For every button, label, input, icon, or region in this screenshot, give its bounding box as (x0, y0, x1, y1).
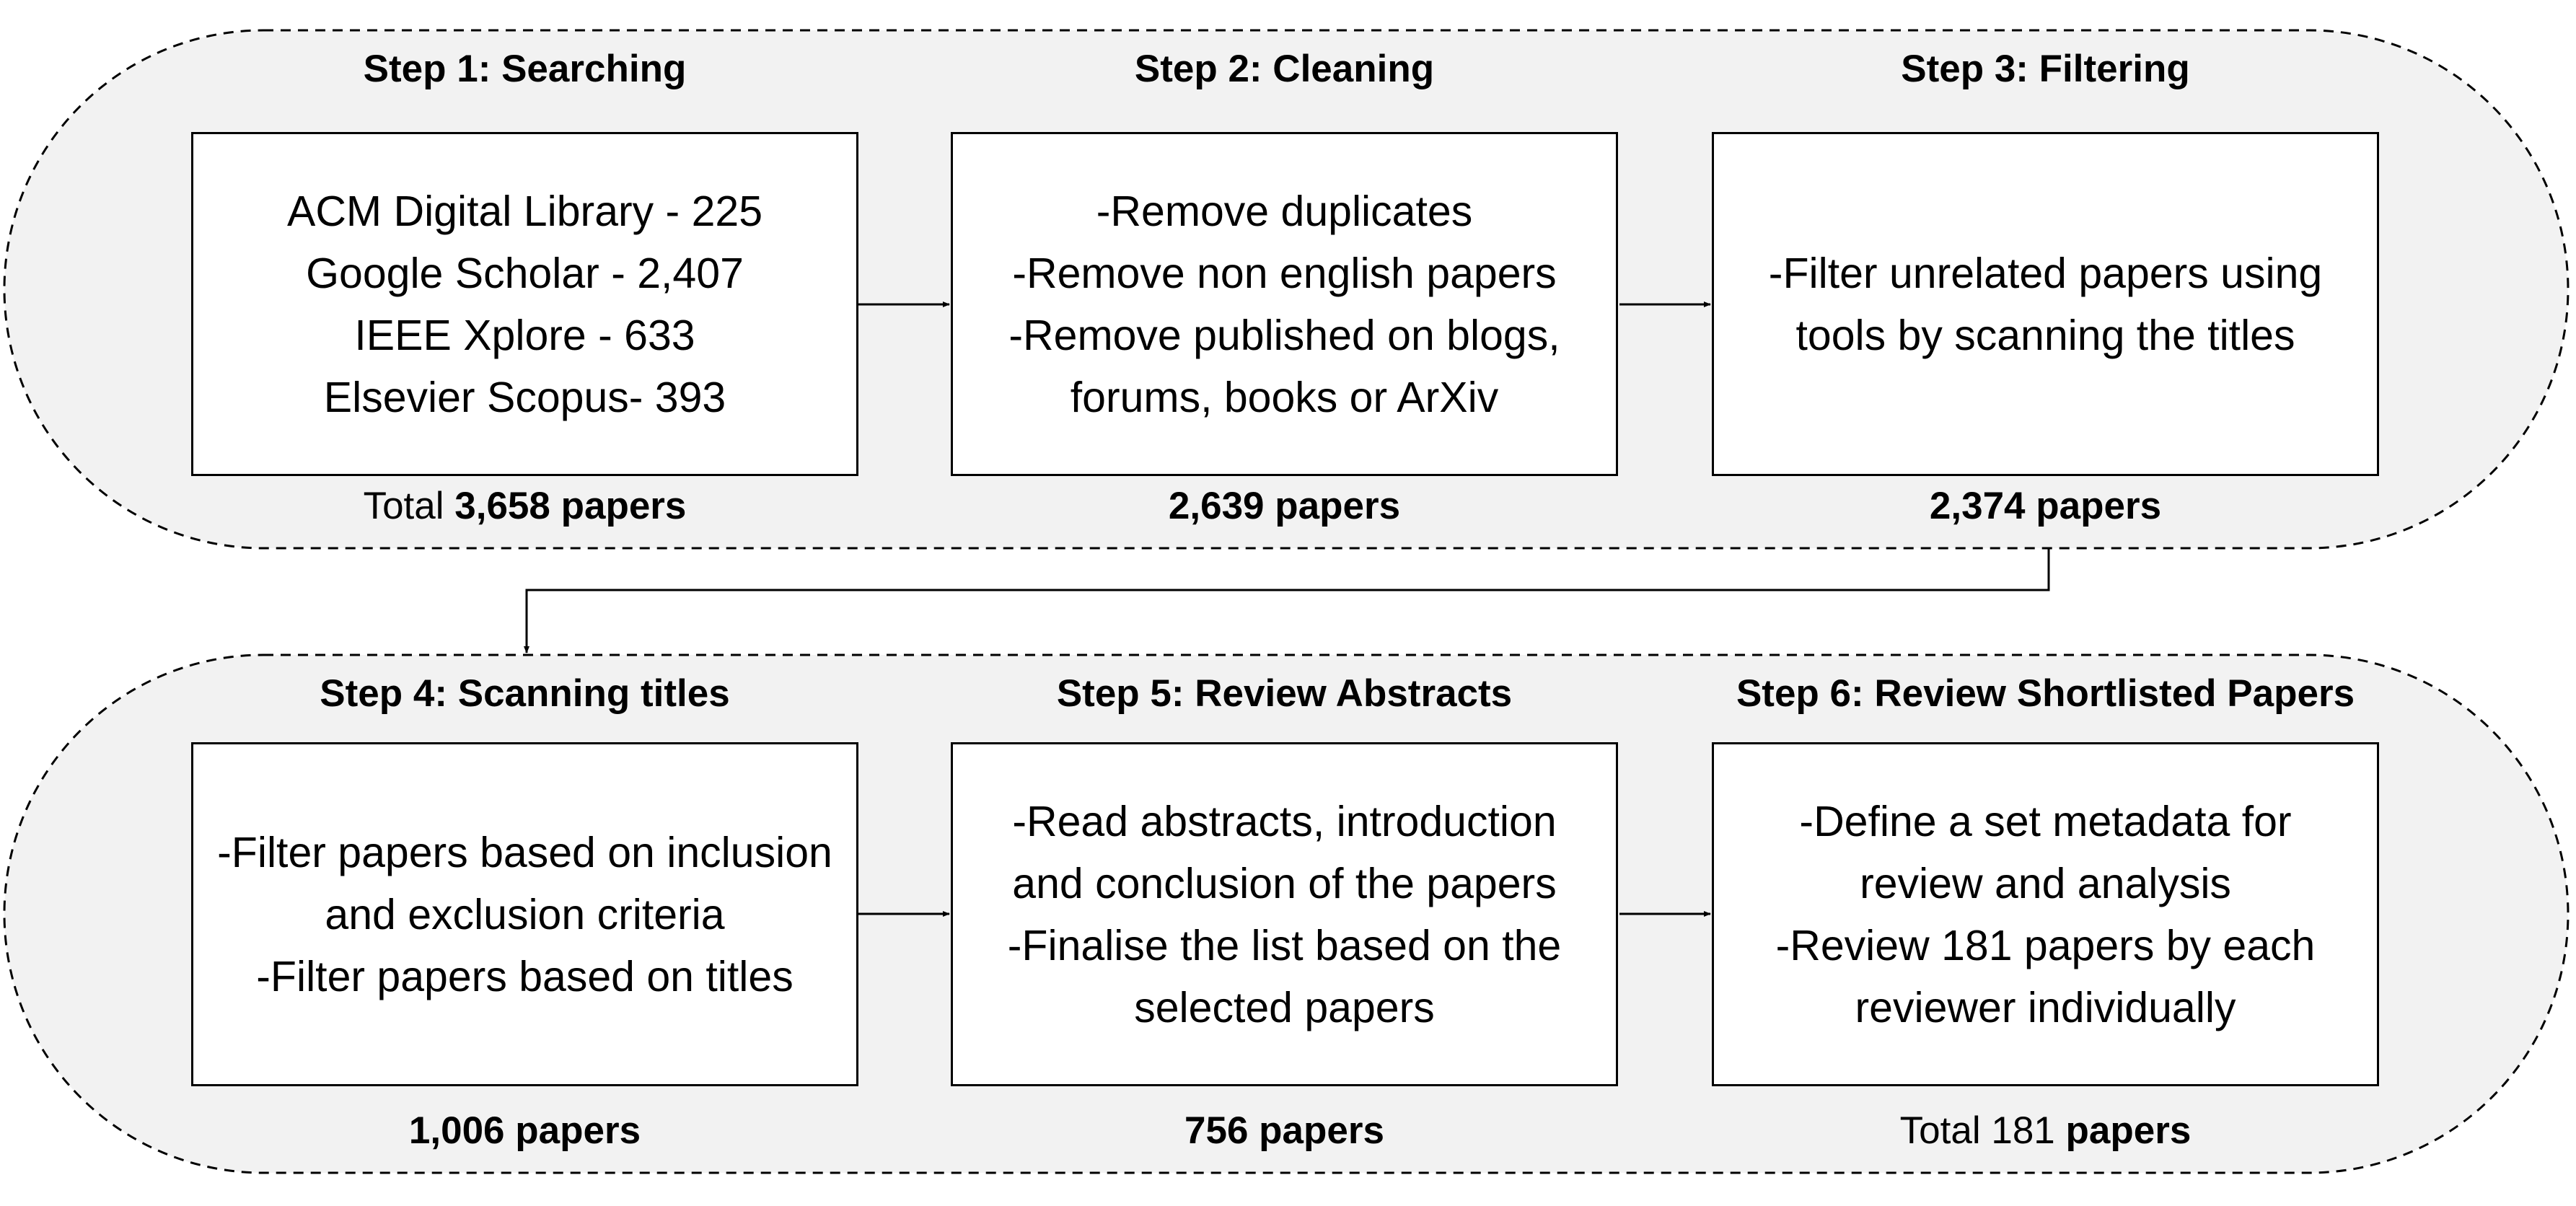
step-title: Step 4: Scanning titles (320, 672, 730, 715)
step-title: Step 6: Review Shortlisted Papers (1736, 672, 2355, 715)
step-text-line: and conclusion of the papers (1012, 859, 1557, 907)
step-text-line: IEEE Xplore - 633 (354, 311, 695, 359)
step-box: -Remove duplicates -Remove non english p… (951, 132, 1618, 476)
step-box: -Filter unrelated papers using tools by … (1712, 132, 2379, 476)
step-text-line: -Filter papers based on inclusion (217, 828, 832, 876)
paper-count-value: papers (2065, 1109, 2192, 1152)
step-text-line: reviewer individually (1855, 983, 2236, 1031)
step-text-line: selected papers (1134, 983, 1435, 1031)
step-text-line: -Define a set metadata for (1799, 797, 2292, 845)
paper-count: 1,006 papers (191, 1108, 858, 1154)
step-text-line: -Filter papers based on titles (256, 952, 794, 1000)
paper-count-value: 2,374 papers (1929, 485, 2162, 527)
step-title: Step 2: Cleaning (1134, 48, 1435, 90)
paper-count-value: 1,006 papers (408, 1109, 641, 1152)
step-box: ACM Digital Library - 225 Google Scholar… (191, 132, 858, 476)
paper-count: 2,639 papers (951, 483, 1618, 529)
paper-count: Total 3,658 papers (191, 483, 858, 529)
step-text-line: Elsevier Scopus- 393 (323, 373, 726, 421)
step-text-line: -Remove non english papers (1012, 249, 1557, 297)
step-title: Step 1: Searching (363, 48, 687, 90)
paper-count-value: 756 papers (1184, 1109, 1384, 1152)
paper-count-value: 3,658 papers (454, 485, 687, 527)
paper-count: 756 papers (951, 1108, 1618, 1154)
step-text-line: Google Scholar - 2,407 (306, 249, 744, 297)
arrow-step3-to-step4 (524, 548, 2050, 653)
step-title: Step 3: Filtering (1901, 48, 2190, 90)
step-text-line: ACM Digital Library - 225 (286, 187, 763, 235)
step-box: -Define a set metadata for review and an… (1712, 742, 2379, 1086)
step-text-line: review and analysis (1860, 859, 2231, 907)
paper-count: Total 181 papers (1712, 1108, 2379, 1154)
step-text-line: -Remove duplicates (1096, 187, 1473, 235)
step-text-line: -Filter unrelated papers using (1768, 249, 2323, 297)
step-text-line: forums, books or ArXiv (1070, 373, 1499, 421)
step-text-line: -Finalise the list based on the (1007, 921, 1562, 969)
step-text-line: and exclusion criteria (325, 890, 725, 938)
paper-count: 2,374 papers (1712, 483, 2379, 529)
step-box: -Filter papers based on inclusion and ex… (191, 742, 858, 1086)
step-text-line: -Read abstracts, introduction (1012, 797, 1557, 845)
step-text-line: -Remove published on blogs, (1008, 311, 1560, 359)
step-title: Step 5: Review Abstracts (1056, 672, 1513, 715)
step-text-line: -Review 181 papers by each (1775, 921, 2316, 969)
paper-count-prefix: Total 181 (1899, 1109, 2066, 1152)
paper-count-value: 2,639 papers (1168, 485, 1401, 527)
step-box: -Read abstracts, introduction and conclu… (951, 742, 1618, 1086)
step-text-line: tools by scanning the titles (1795, 311, 2295, 359)
paper-count-prefix: Total (363, 485, 455, 527)
